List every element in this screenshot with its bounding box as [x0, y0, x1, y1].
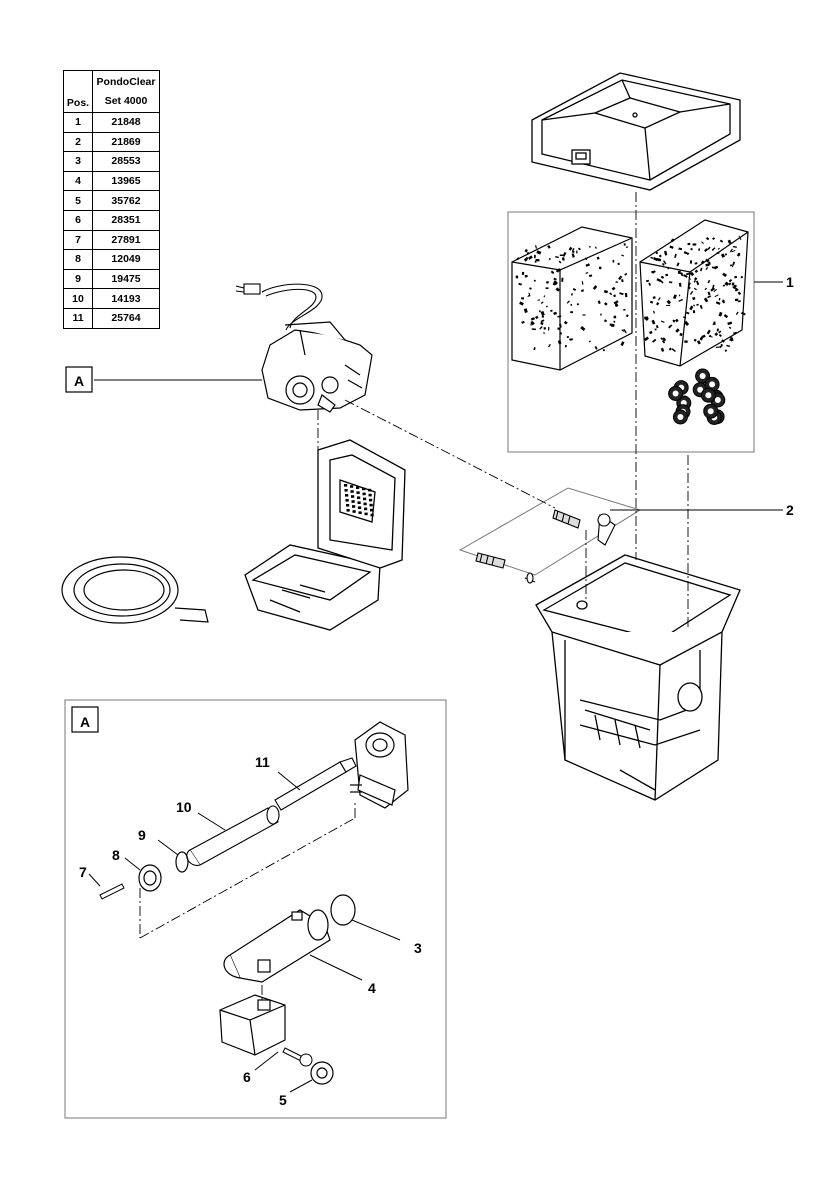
uvc-unit — [262, 322, 372, 412]
detail-union-nut-8 — [139, 865, 161, 891]
detail-uv-head — [350, 722, 408, 808]
pump-box — [245, 440, 405, 630]
ref-a-label: A — [74, 373, 84, 389]
filter-foam-right — [640, 220, 748, 366]
detail-uv-bulb — [275, 758, 356, 810]
callout-4: 4 — [368, 980, 376, 996]
detail-impeller — [283, 1048, 312, 1066]
callout-5: 5 — [279, 1092, 287, 1108]
filter-housing — [536, 555, 740, 800]
detail-o-ring-3 — [331, 895, 355, 925]
bio-media-pile — [669, 369, 725, 425]
hose-coil — [62, 557, 208, 623]
detail-cover-5 — [311, 1062, 333, 1084]
callout-2: 2 — [786, 502, 794, 518]
detail-pump-6 — [220, 995, 285, 1055]
callout-6: 6 — [243, 1069, 251, 1085]
detail-a-label: A — [80, 714, 90, 730]
callout-10: 10 — [176, 799, 192, 815]
callout-8: 8 — [112, 847, 120, 863]
detail-housing-4 — [224, 910, 330, 982]
detail-screw-7 — [100, 884, 124, 899]
filter-lid — [532, 73, 740, 190]
filter-foam-left — [512, 227, 632, 370]
callout-9: 9 — [138, 827, 146, 843]
callout-7: 7 — [79, 864, 87, 880]
callout-1: 1 — [786, 274, 794, 290]
callout-3: 3 — [414, 940, 422, 956]
callout-11: 11 — [255, 754, 270, 770]
